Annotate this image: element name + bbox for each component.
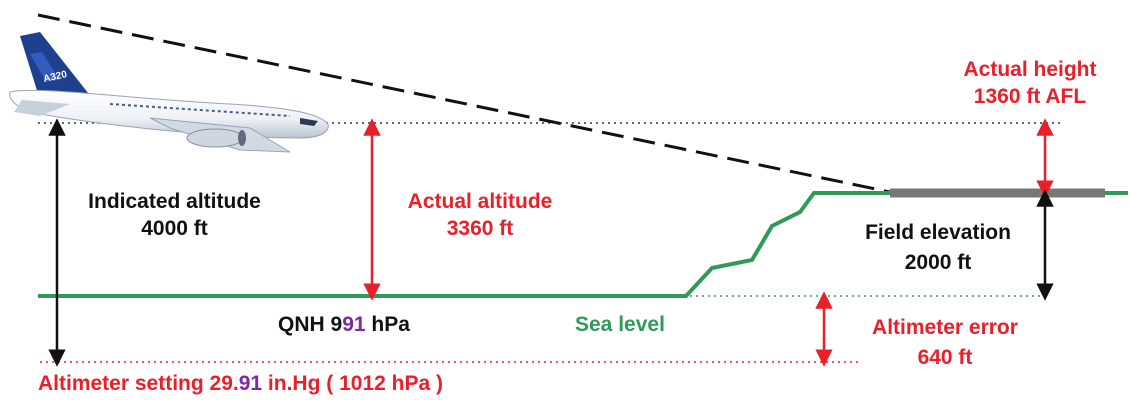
qnh-suffix: hPa [365,313,410,336]
actual-altitude-label: Actual altitude 3360 ft [380,188,580,242]
qnh-highlight: 91 [342,313,366,336]
glide-path-dashed-line [37,13,891,194]
altimeter-error-title: Altimeter error [872,316,1018,339]
indicated-altitude-title: Indicated altitude [88,190,261,213]
altimeter-setting-highlight: 91 [238,372,263,395]
actual-height-value: 1360 ft AFL [973,85,1087,108]
qnh-label: QNH 991 hPa [278,313,410,337]
field-elevation-value: 2000 ft [904,251,972,274]
actual-altitude-value: 3360 ft [446,217,514,240]
sea-level-label: Sea level [575,313,665,336]
aircraft-icon: A320 [9,32,329,153]
actual-height-title: Actual height [963,58,1097,81]
altimeter-setting-suffix: in.Hg ( 1012 hPa ) [262,372,443,395]
qnh-prefix: QNH 9 [278,313,343,336]
altimeter-setting-prefix: Altimeter setting 29. [38,372,239,395]
field-elevation-title: Field elevation [865,221,1011,244]
altimeter-error-label: Altimeter error 640 ft [840,313,1050,373]
aircraft-tail-text: A320 [42,69,68,85]
terrain-green-line [38,191,1128,298]
field-elevation-label: Field elevation 2000 ft [838,218,1038,278]
indicated-altitude-label: Indicated altitude 4000 ft [52,188,297,242]
altimeter-setting-label: Altimeter setting 29.91 in.Hg ( 1012 hPa… [38,372,443,396]
actual-altitude-title: Actual altitude [407,190,553,213]
indicated-altitude-value: 4000 ft [141,217,208,240]
altimeter-error-value: 640 ft [917,346,973,369]
actual-height-label: Actual height 1360 ft AFL [935,56,1125,110]
